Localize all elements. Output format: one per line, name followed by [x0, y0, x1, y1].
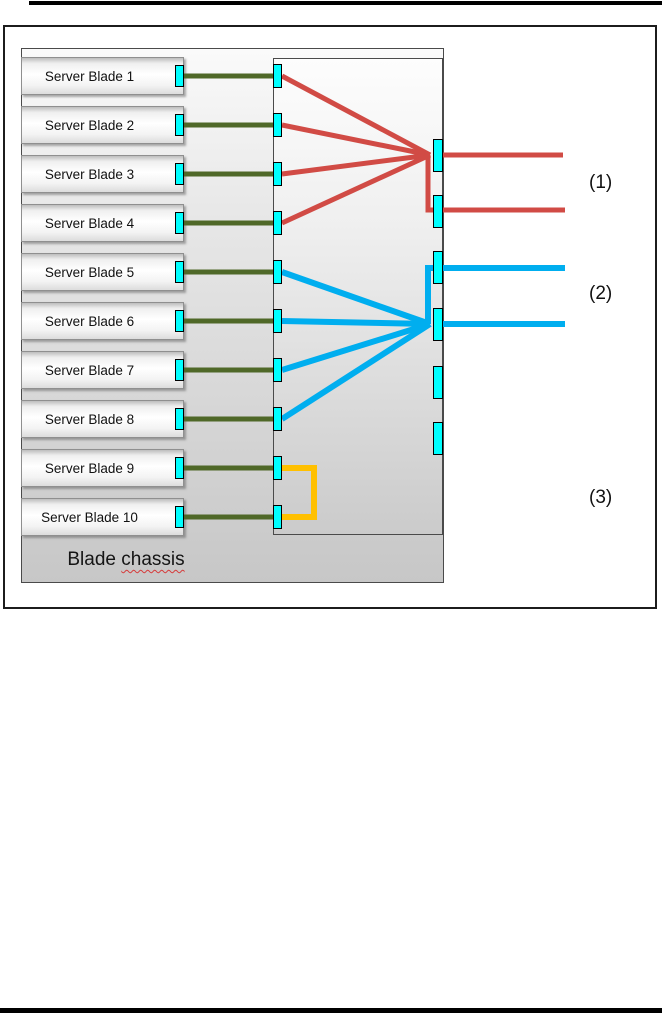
blade-nic-port-10	[175, 506, 184, 528]
server-blade-label: Server Blade 9	[44, 460, 135, 476]
annotation-3: (3)	[589, 487, 613, 508]
server-blade-10: Server Blade 10	[21, 498, 184, 536]
blade-nic-port-4	[175, 212, 184, 234]
server-blade-5: Server Blade 5	[21, 253, 184, 291]
midplane-port-10	[273, 505, 282, 529]
server-blade-label: Server Blade 6	[44, 313, 135, 329]
uplink-port-blue-secondary	[433, 251, 443, 284]
server-blade-label: Server Blade 2	[44, 117, 135, 133]
blade-nic-port-5	[175, 261, 184, 283]
midplane-port-2	[273, 113, 282, 137]
server-blade-label: Server Blade 5	[44, 264, 135, 280]
blade-nic-port-1	[175, 65, 184, 87]
blade-nic-port-6	[175, 310, 184, 332]
midplane-port-1	[273, 64, 282, 88]
blade-nic-port-7	[175, 359, 184, 381]
blade-nic-port-2	[175, 114, 184, 136]
server-blade-2: Server Blade 2	[21, 106, 184, 144]
annotation-1: (1)	[589, 172, 613, 193]
annotation-2: (2)	[589, 283, 613, 304]
bottom-rule	[0, 1008, 662, 1013]
server-blade-label: Server Blade 1	[44, 68, 135, 84]
server-blade-label: Server Blade 10	[41, 509, 138, 525]
chassis-label: Blade chassis	[56, 549, 196, 571]
server-blade-label: Server Blade 4	[44, 215, 135, 231]
uplink-port-blue-active	[433, 308, 443, 341]
blade-nic-port-3	[175, 163, 184, 185]
uplink-port-red-active	[433, 139, 443, 172]
server-blade-3: Server Blade 3	[21, 155, 184, 193]
midplane-port-4	[273, 211, 282, 235]
interconnect-panel	[273, 58, 443, 535]
top-rule	[29, 1, 662, 5]
server-blade-6: Server Blade 6	[21, 302, 184, 340]
server-blade-label: Server Blade 8	[44, 411, 135, 427]
server-blade-label: Server Blade 7	[44, 362, 135, 378]
server-blade-9: Server Blade 9	[21, 449, 184, 487]
midplane-port-3	[273, 162, 282, 186]
midplane-port-8	[273, 407, 282, 431]
midplane-port-9	[273, 456, 282, 480]
server-blade-1: Server Blade 1	[21, 57, 184, 95]
server-blade-7: Server Blade 7	[21, 351, 184, 389]
chassis-label-underlined-word: chassis	[121, 549, 185, 570]
uplink-port-unused-1	[433, 366, 443, 399]
midplane-port-5	[273, 260, 282, 284]
blade-nic-port-8	[175, 408, 184, 430]
server-blade-8: Server Blade 8	[21, 400, 184, 438]
midplane-port-6	[273, 309, 282, 333]
midplane-port-7	[273, 358, 282, 382]
chassis-label-prefix: Blade	[67, 549, 116, 570]
server-blade-4: Server Blade 4	[21, 204, 184, 242]
server-blade-label: Server Blade 3	[44, 166, 135, 182]
uplink-port-red-secondary	[433, 195, 443, 228]
uplink-port-unused-2	[433, 422, 443, 455]
blade-nic-port-9	[175, 457, 184, 479]
